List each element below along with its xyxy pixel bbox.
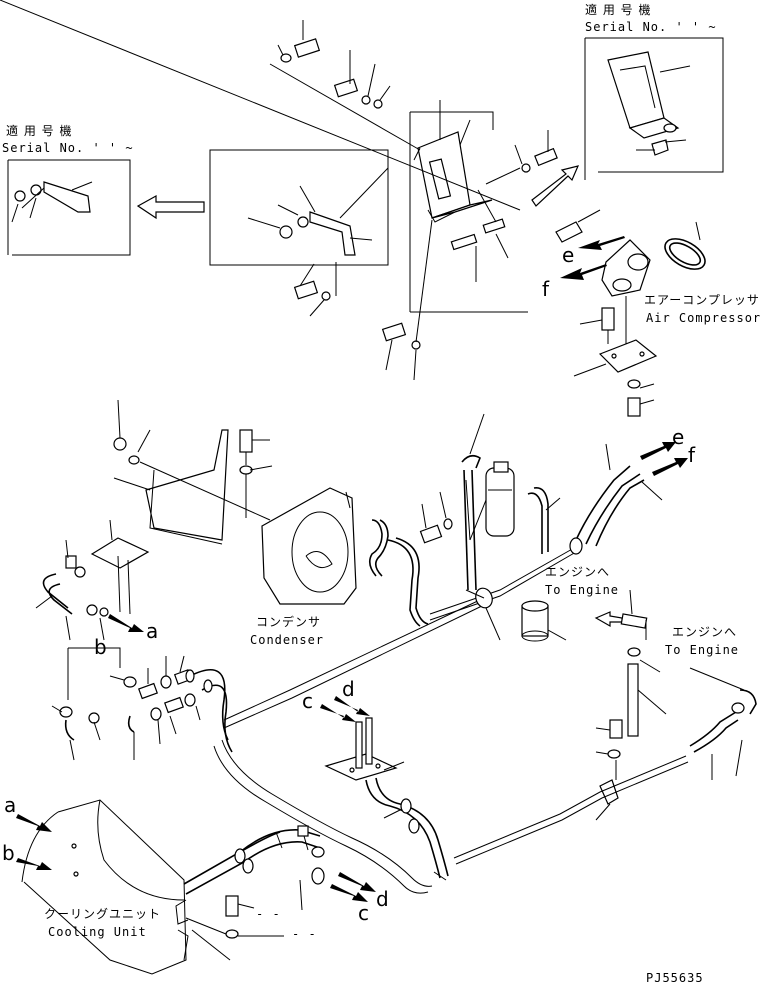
arrow-left-icon [136,194,205,220]
accumulator-icon [521,600,549,642]
ref-d2: d [376,887,389,911]
bolt-icon-4 [293,280,331,301]
receiver-drier-icon [485,461,515,537]
cooling-unit-icon [21,799,189,975]
inset-left: 適 用 号 機 Serial No. ' ' ~ [2,123,205,256]
cooling-unit-en: Cooling Unit [48,925,147,939]
ref-f1: f [542,277,550,301]
arrow-b2-icon [16,858,52,870]
engine-pipe-right: エンジンへ To Engine [453,589,757,865]
arrow-a1-icon [108,614,144,632]
arrow-to-engine-icon [594,611,623,628]
cd-bracket: c d [302,677,449,881]
arrow-e1-icon [578,236,625,250]
arrow-f2-icon [652,458,688,476]
arrow-c2-icon [330,884,368,902]
air-compressor-jp: エアーコンプレッサ [644,293,760,307]
ref-b1: b [94,635,107,659]
fitting-row [51,655,433,894]
main-bracket-group [0,0,601,381]
to-engine-en-2: To Engine [665,643,739,657]
ref-b2: b [2,841,15,865]
drawing-code: PJ55635 [646,971,704,985]
condenser-en: Condenser [250,633,324,647]
ref-a2: a [4,793,16,817]
to-engine-en-1: To Engine [545,583,619,597]
inset-bracket-icon [607,51,691,156]
serial-en-label-left: Serial No. ' ' ~ [2,141,134,155]
condenser-icon [261,487,357,605]
compressor-icon [601,239,651,297]
pressure-switch-icon [419,518,453,544]
bolt-icon-3 [521,147,558,173]
ref-f2: f [688,443,696,467]
left-bracket-assembly: b a [35,519,158,700]
arrow-d1-icon [334,696,370,716]
arrow-c1-icon [320,704,356,722]
serial-en-label: Serial No. ' ' ~ [585,20,717,34]
arrow-e2-icon [640,442,676,460]
condenser-bracket-group [113,399,273,545]
to-engine-jp-1: エンジンへ [545,565,610,579]
bolt-icon [280,38,321,63]
inset-top-right: 適 用 号 機 Serial No. ' ' ~ [584,2,724,180]
ref-e1: e [562,243,574,267]
cooling-unit-group: a b クーリングユニット Cooling Unit c d [2,793,389,975]
hose-network: e f エンジンへ To Engine [223,413,696,729]
arrow-f1-icon [560,264,607,280]
dash-label-2: - - [292,927,317,941]
mount-plate-icon [598,339,658,373]
air-compressor-en: Air Compressor [646,311,761,325]
inset-left-bracket-icon [11,181,93,223]
ref-c2: c [358,901,369,925]
dash-label-1: - - [256,907,281,921]
bolt-icon-2 [333,78,383,109]
air-compressor-group: エアーコンプレッサ Air Compressor e f [542,221,761,417]
arrow-d2-icon [338,872,376,892]
plate-icon [555,221,583,243]
ref-d1: d [342,677,355,701]
arrow-up-right-icon [531,165,580,207]
serial-jp-label-left: 適 用 号 機 [6,123,72,138]
condenser-jp: コンデンサ [256,614,321,629]
detail-box-center [209,149,389,266]
ref-e2: e [672,425,684,449]
serial-jp-label: 適 用 号 機 [585,2,651,17]
arrow-a2-icon [16,814,52,832]
ref-a1: a [146,619,158,643]
cooling-unit-jp: クーリングユニット [44,907,161,921]
belt-icon [664,238,706,270]
ref-c1: c [302,689,313,713]
to-engine-jp-2: エンジンへ [672,625,737,639]
condenser-group: コンデンサ Condenser [250,487,357,647]
bolt-icon-5 [381,322,421,350]
